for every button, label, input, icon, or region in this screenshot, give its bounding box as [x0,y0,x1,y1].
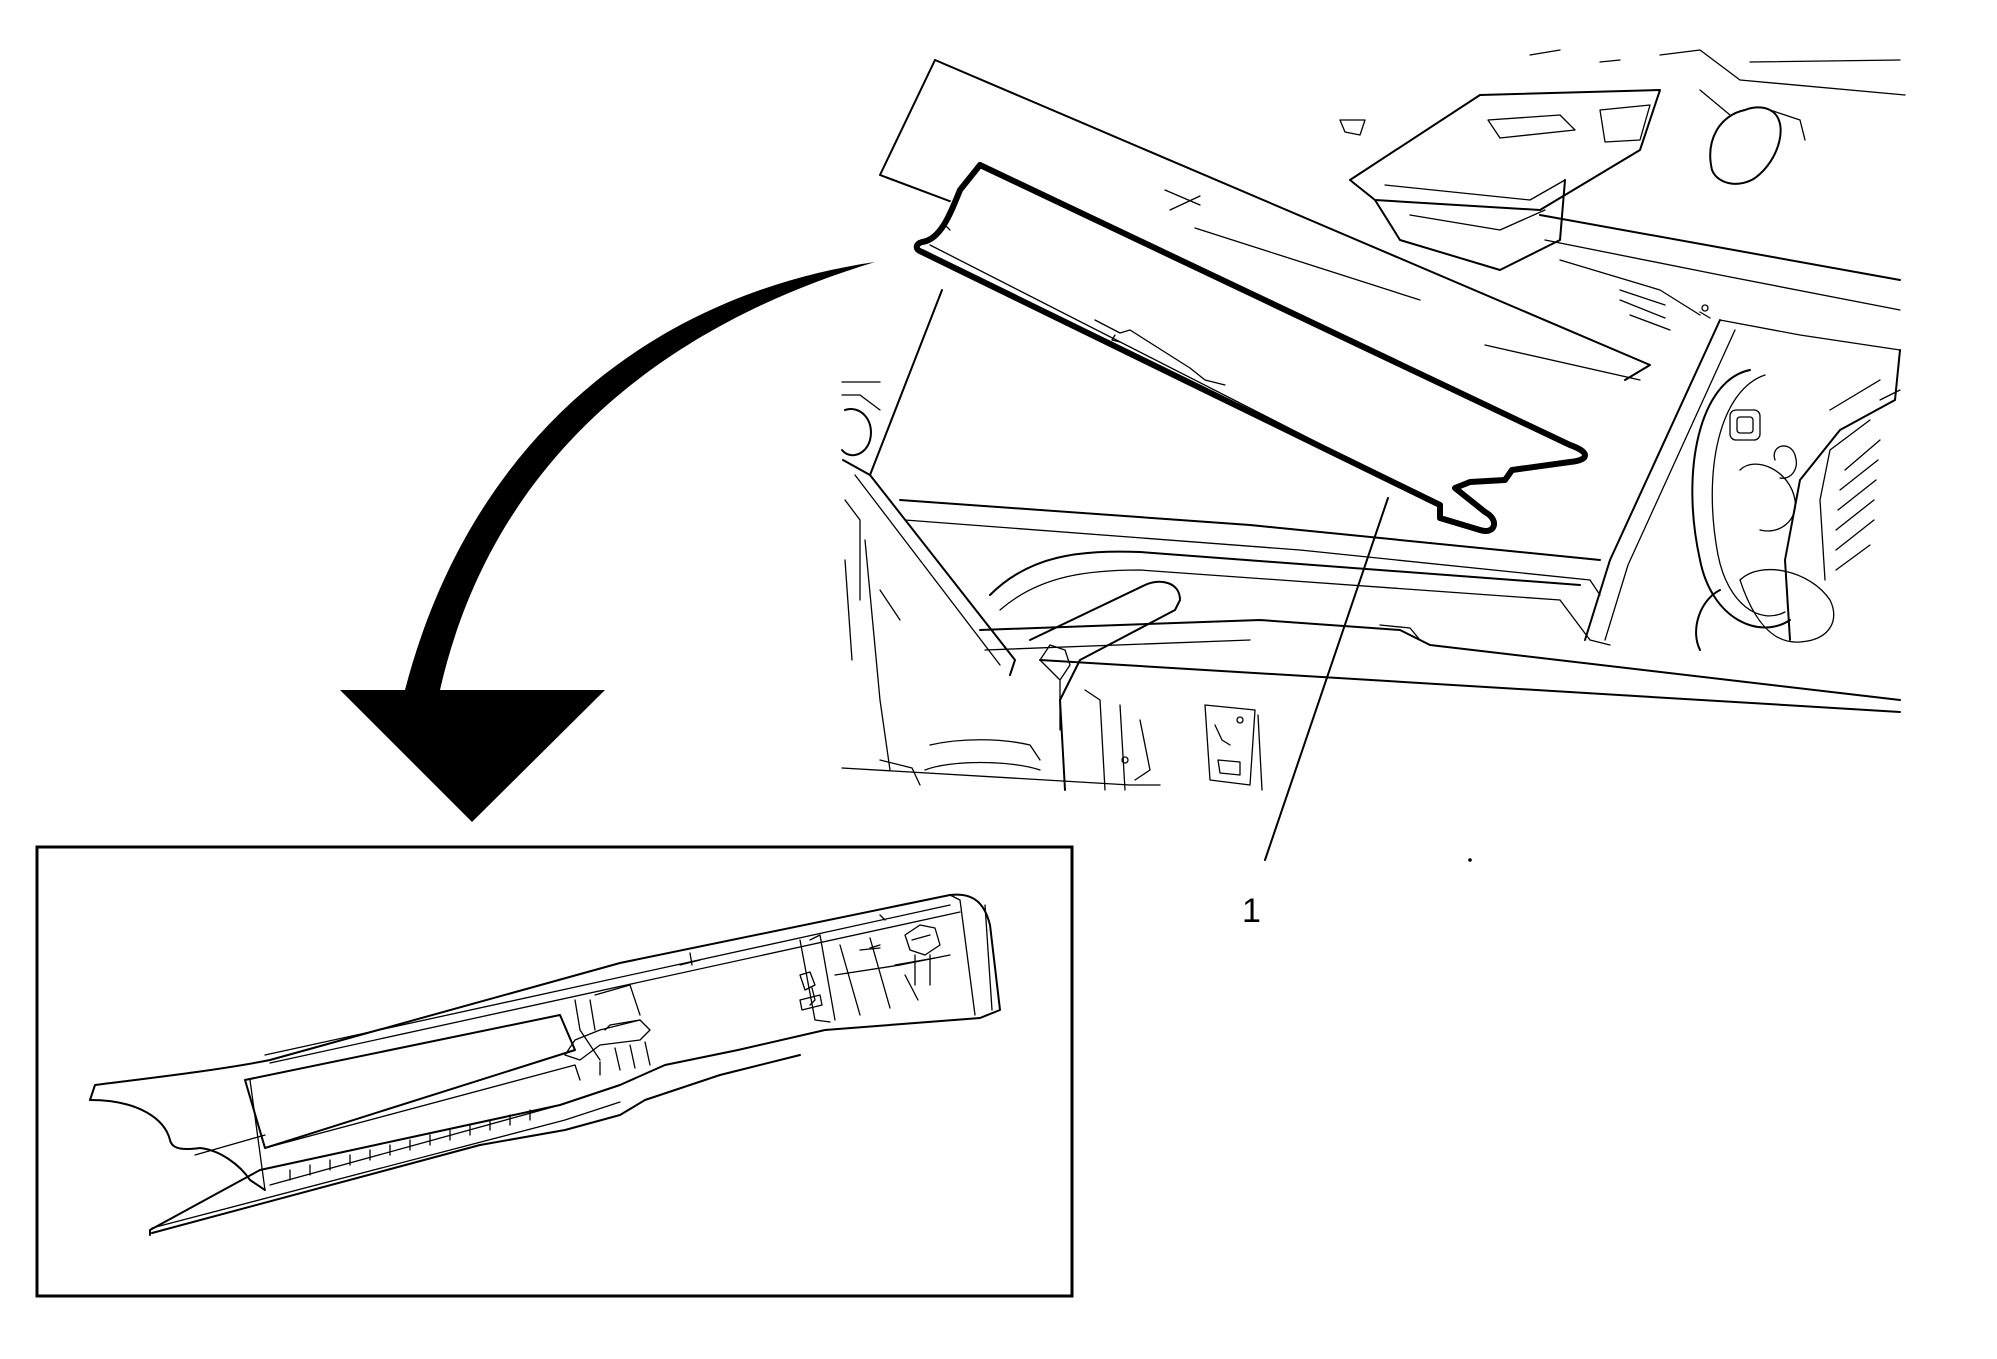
a-pillar-trim-panel [913,162,1588,535]
right-windshield-frame [1584,319,1901,641]
right-door-trim [1784,349,1901,641]
windshield-header [1539,214,1901,331]
trim-panel-back-view [89,893,1001,1236]
overhead-console [1339,49,1906,271]
rearview-mirror [1709,106,1806,185]
curved-arrow-down-icon [340,262,875,822]
callout-label-1: 1 [1242,892,1261,930]
instrument-panel [899,499,1901,713]
vehicle-interior-view [841,49,1906,791]
detail-inset [35,845,1074,1298]
speck-dot [1468,858,1472,862]
lower-floor-parts [1204,704,1263,791]
detail-inset-frame [35,845,1074,1298]
left-door-area [841,381,1161,786]
center-console [1029,580,1181,791]
headliner-panel [879,59,1651,381]
steering-wheel [1691,369,1835,651]
callout-leader-1 [1264,497,1389,861]
headliner-left-edge [869,289,943,476]
